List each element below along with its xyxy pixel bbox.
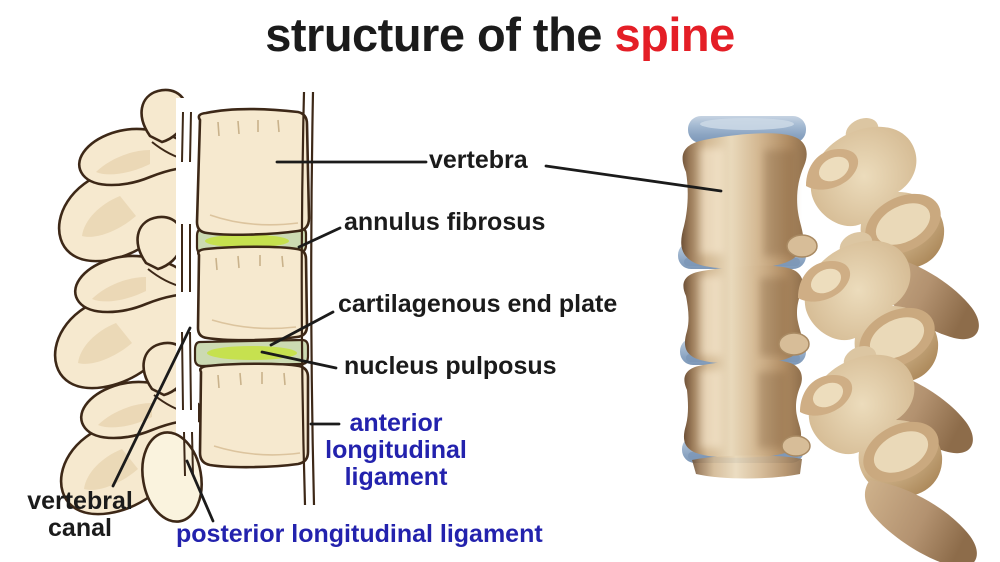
label-posterior-longitudinal-ligament: posterior longitudinal ligament <box>176 520 543 548</box>
articular-process-knobs <box>778 148 859 457</box>
label-vertebra: vertebra <box>429 146 528 174</box>
leader-nucleus <box>260 350 338 370</box>
leader-canal <box>111 326 192 488</box>
vertebral-canal-gap <box>176 98 198 492</box>
label-anterior-longitudinal-ligament: anterior longitudinal ligament <box>325 409 467 491</box>
bone-texture <box>209 119 301 456</box>
right-illustration <box>678 113 979 562</box>
leader-lines <box>111 160 723 523</box>
leader-endplate <box>269 310 335 347</box>
label-vertebral-canal: vertebral canal <box>27 487 133 542</box>
label-cartilagenous-end-plate: cartilagenous end plate <box>338 290 618 318</box>
title-prefix: structure of the <box>265 8 615 61</box>
nucleus-pulposus-top <box>205 234 289 248</box>
label-nucleus-pulposus: nucleus pulposus <box>344 352 557 380</box>
nucleus-pulposus-bottom <box>207 346 297 360</box>
page-title: structure of the spine <box>0 9 1000 61</box>
leader-posterior <box>185 459 215 523</box>
label-annulus-fibrosus: annulus fibrosus <box>344 208 546 236</box>
vertebral-bodies-3d <box>681 133 807 479</box>
leader-annulus <box>297 226 342 249</box>
leader-vertebra-right <box>544 164 723 193</box>
title-highlight: spine <box>614 8 736 61</box>
left-illustration <box>53 88 316 523</box>
anterior-ligament-lines <box>300 91 316 506</box>
spinous-process-bone <box>141 431 203 523</box>
